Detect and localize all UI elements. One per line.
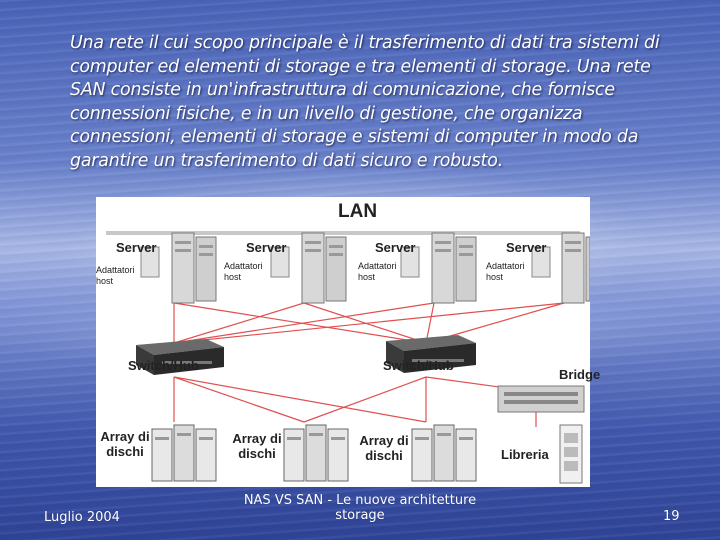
- server-label-3: Server: [375, 240, 415, 255]
- server-label-1: Server: [116, 240, 156, 255]
- disk-array-1-icon: [152, 425, 216, 481]
- lan-label: LAN: [338, 201, 377, 223]
- switch-hub-label-2: Switch/Hub: [383, 358, 454, 373]
- disk-array-2-icon: [284, 425, 348, 481]
- host-adapter-label-3: Adattatori host: [358, 261, 410, 283]
- tape-library-icon: [560, 425, 582, 483]
- host-adapter-label-2: Adattatori host: [224, 261, 276, 283]
- bridge-icon: [498, 386, 584, 412]
- san-diagram: LAN Server Server Server Server Adattato…: [96, 197, 590, 487]
- disk-array-label-2: Array di dischi: [232, 431, 282, 461]
- page-number: 19: [663, 509, 680, 524]
- footer-date: Luglio 2004: [44, 510, 120, 525]
- host-adapter-label-1: Adattatori host: [96, 265, 148, 287]
- disk-array-label-3: Array di dischi: [359, 433, 409, 463]
- bridge-label: Bridge: [559, 367, 600, 382]
- disk-array-label-1: Array di dischi: [100, 429, 150, 459]
- host-adapter-label-4: Adattatori host: [486, 261, 538, 283]
- switch-hub-label-1: Switch/Hub: [128, 358, 199, 373]
- server-label-4: Server: [506, 240, 546, 255]
- footer-title: NAS VS SAN - Le nuove architetture stora…: [240, 493, 480, 523]
- slide-body-text: Una rete il cui scopo principale è il tr…: [70, 32, 670, 174]
- server-label-2: Server: [246, 240, 286, 255]
- library-label: Libreria: [501, 447, 549, 462]
- disk-array-3-icon: [412, 425, 476, 481]
